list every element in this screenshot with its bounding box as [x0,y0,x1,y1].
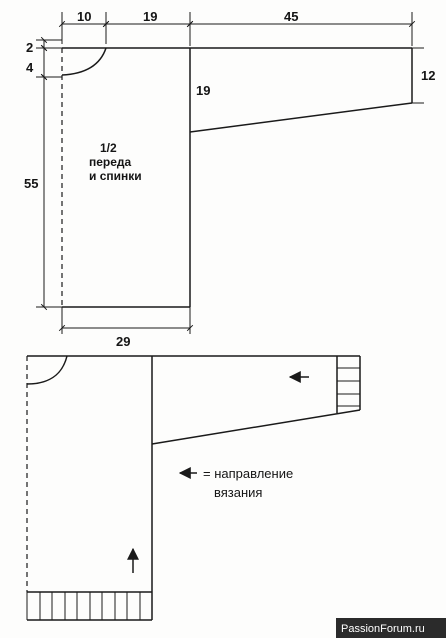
top-garment-outline [61,47,413,308]
dim-neck-width: 10 [58,9,110,44]
dim-sleeve-length-label: 45 [284,9,298,24]
piece-label-line2: переда [89,155,132,169]
legend-text-line2: вязания [214,485,262,500]
bottom-pattern: = направление вязания [26,355,361,621]
dim-sleeve-cuff: 12 [412,47,435,104]
hem-ribbing [26,591,152,620]
dim-sleeve-length: 45 [186,9,416,46]
dim-shoulder-drop-label: 2 [26,40,33,55]
bottom-garment-outline [26,355,361,621]
dim-body-length-label: 55 [24,176,38,191]
dim-half-width-label: 29 [116,334,130,349]
watermark-background [336,618,446,638]
piece-label-line1: 1/2 [100,141,117,155]
legend-text-line1: = направление [203,466,293,481]
watermark-text: PassionForum.ru [341,623,425,635]
sleeve-cuff-ribbing [336,356,360,413]
piece-label-line3: и спинки [89,169,142,183]
dim-neck-depth: 4 [26,44,190,81]
direction-legend: = направление вязания [178,466,293,500]
dim-shoulder-label: 19 [143,9,157,24]
watermark: PassionForum.ru [336,618,446,638]
piece-label: 1/2 переда и спинки [89,141,142,183]
dim-half-width: 29 [58,307,194,349]
dim-sleeve-cuff-label: 12 [421,68,435,83]
dim-neck-depth-label: 4 [26,60,34,75]
dim-armhole-label: 19 [196,83,210,98]
top-pattern: 10 19 45 2 4 55 [24,9,435,349]
dim-neck-width-label: 10 [77,9,91,24]
dim-body-length: 55 [24,73,62,311]
dim-shoulder: 19 [102,9,194,46]
